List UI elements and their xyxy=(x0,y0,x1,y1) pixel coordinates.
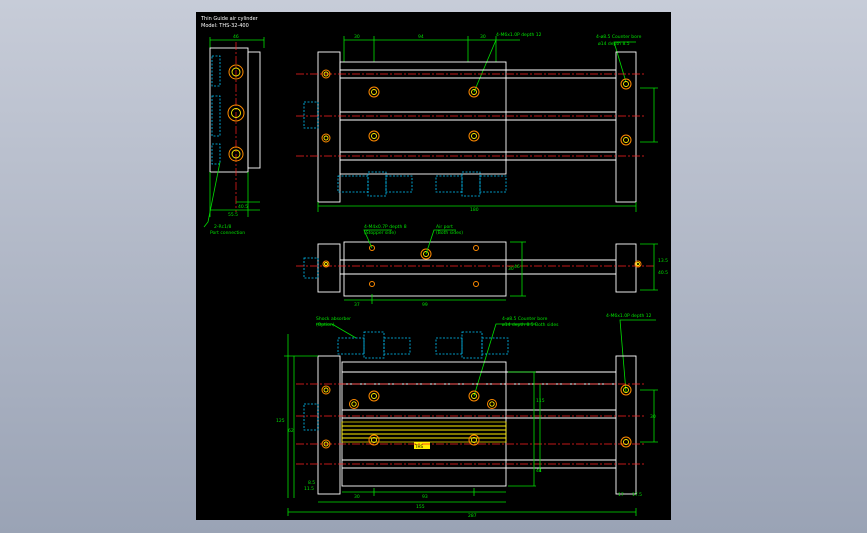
bottom-view-dim-right-v2: 44 xyxy=(536,468,542,474)
bottom-view-leader-1b: (Option) xyxy=(316,322,335,328)
middle-view-right-plate xyxy=(615,243,637,293)
top-view-leader-2a: 4-ø8.5 Counter bore xyxy=(596,34,642,40)
bottom-view-dim-right-v1: 115 xyxy=(536,398,545,404)
middle-view-leader-2a: Air port xyxy=(436,224,453,230)
middle-view-left-plate xyxy=(317,243,341,293)
bottom-view-leader-3: 4-M6x1.0P depth 12 xyxy=(606,313,652,319)
bottom-view-leader-2b: ø14 depth 8.5 Both sides xyxy=(502,322,559,328)
end-view-dim-bottom-1: 40.5 xyxy=(238,204,248,210)
top-view-dim-bottom: 180 xyxy=(470,207,479,213)
middle-view-dim-right-2: 40.5 xyxy=(658,270,668,276)
bottom-view-right-plate xyxy=(615,355,637,495)
end-view-dim-top: 46 xyxy=(233,34,239,40)
title-line-1: Thin Guide air cylinder xyxy=(200,16,259,22)
bottom-view-left-plate xyxy=(317,355,341,495)
middle-view-leader-1b: (Stopper side) xyxy=(364,230,396,236)
bottom-view-dim-left-small-1: 11.5 xyxy=(304,486,314,492)
bottom-view-dim-bottom-3: 155 xyxy=(416,504,425,510)
middle-view-dim-right-4: 46 xyxy=(514,264,520,270)
middle-view-dim-right-3: 30 xyxy=(508,266,514,272)
top-view-dim-mid: 94 xyxy=(418,34,424,40)
top-view-dim-right: 30 xyxy=(480,34,486,40)
cad-drawing-viewport[interactable]: Thin Guide air cylinder Model: THS-32-40… xyxy=(196,12,671,520)
middle-view-body xyxy=(343,241,507,297)
middle-view-dim-bottom-mid: 99 xyxy=(422,302,428,308)
middle-view: 4-M4x0.7P depth 8 (Stopper side) Air por… xyxy=(296,224,668,308)
middle-view-leader-2b: (Both sides) xyxy=(436,230,463,236)
top-view-right-plate xyxy=(615,51,637,203)
end-view: 46 40.5 55.5 2-Rc1/8 Port connection xyxy=(203,34,265,236)
bottom-view-dim-left-1: 125 xyxy=(276,418,285,424)
bottom-view-dim-right-v3: 30 xyxy=(650,414,656,420)
top-view-left-plate xyxy=(317,51,341,203)
end-view-dim-bottom-2: 55.5 xyxy=(228,212,238,218)
end-view-leader-1: 2-Rc1/8 xyxy=(214,224,231,230)
bottom-view-nameplate xyxy=(414,442,430,449)
middle-view-dim-bottom-left: 37 xyxy=(354,302,360,308)
bottom-view-leader-1a: Shock absorber xyxy=(316,316,351,322)
title-line-2: Model: THS-32-400 xyxy=(201,23,249,29)
top-view: 30 94 30 4-M6x1.0P depth 12 4-ø8.5 Count… xyxy=(296,32,658,213)
bottom-view: Shock absorber (Option) 4-ø8.5 Counter b… xyxy=(276,313,658,519)
top-view-leader-1: 4-M6x1.0P depth 12 xyxy=(496,32,542,38)
bottom-view-dim-right-small-2: 17.5 xyxy=(632,492,642,498)
bottom-view-dim-bottom-4: 287 xyxy=(468,513,477,519)
bottom-view-dim-right-small-1: 17 xyxy=(618,492,624,498)
bottom-view-body xyxy=(341,361,507,487)
middle-view-leader-1a: 4-M4x0.7P depth 8 xyxy=(364,224,407,230)
top-view-leader-2b: ø14 depth 8.5 xyxy=(598,41,630,47)
bottom-view-dim-bottom-1: 30 xyxy=(354,494,360,500)
top-view-dim-left: 30 xyxy=(354,34,360,40)
bottom-view-label: THS xyxy=(414,444,423,449)
bottom-view-leader-2a: 4-ø8.5 Counter bore xyxy=(502,316,548,322)
bottom-view-dim-bottom-2: 93 xyxy=(422,494,428,500)
bottom-view-dim-left-small-2: 8.5 xyxy=(308,480,315,486)
end-view-leader-2: Port connection xyxy=(210,230,245,236)
cad-drawing: Thin Guide air cylinder Model: THS-32-40… xyxy=(200,16,668,519)
middle-view-dim-right-1: 13.5 xyxy=(658,258,668,264)
bottom-view-dim-left-2: 62 xyxy=(288,428,294,434)
top-view-body xyxy=(339,61,507,175)
